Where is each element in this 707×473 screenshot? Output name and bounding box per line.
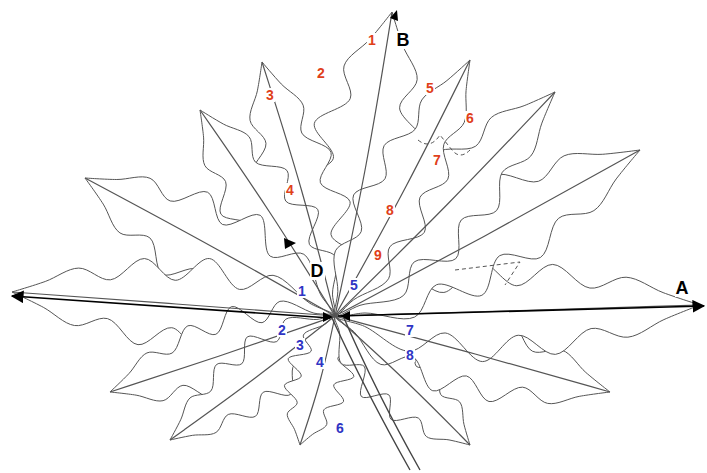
callout-number: 8: [385, 203, 395, 217]
leaf-vein: [262, 62, 335, 316]
leaf-vein: [170, 316, 335, 440]
leaf-vein: [300, 316, 335, 445]
callout-number: 2: [277, 323, 287, 337]
leaf-vein: [335, 12, 392, 316]
arrow-head: [284, 238, 296, 249]
callout-number: 1: [297, 284, 307, 298]
leaf-vein: [12, 292, 335, 316]
dashed-outline: [455, 262, 520, 285]
leaf-lobes: [12, 12, 700, 445]
dimension-letter: D: [310, 262, 325, 280]
arrow-head: [390, 10, 398, 21]
callout-number: 3: [265, 88, 275, 102]
width-arrow: [338, 306, 704, 316]
leaf-vein: [335, 316, 610, 392]
callout-number: 6: [465, 111, 475, 125]
leaf-vein: [335, 60, 470, 316]
callout-number: 9: [373, 248, 383, 262]
callout-number: 4: [285, 183, 295, 197]
arrow-head: [340, 311, 350, 321]
arrow-head: [323, 312, 333, 322]
leaf-lobe: [334, 60, 470, 316]
dashed-outline: [418, 135, 470, 155]
callout-number: 4: [315, 355, 325, 369]
petiole: [344, 318, 420, 470]
leaf-vein: [85, 178, 335, 316]
callout-number: 6: [335, 421, 345, 435]
petiole: [332, 318, 410, 470]
callout-number: 5: [349, 278, 359, 292]
callout-number: 1: [367, 33, 377, 47]
callout-number: 8: [405, 348, 415, 362]
callout-number: 7: [432, 153, 442, 167]
leaf-vein: [335, 92, 555, 316]
callout-number: 3: [295, 338, 305, 352]
callout-number: 5: [425, 81, 435, 95]
dimension-letter: A: [675, 279, 690, 297]
leaf-vein: [200, 110, 335, 316]
callout-number: 7: [405, 323, 415, 337]
callout-number: 2: [316, 66, 326, 80]
leaf-vein: [335, 316, 470, 445]
width-arrow: [12, 296, 330, 318]
dimension-letter: B: [396, 31, 411, 49]
leaf-vein: [110, 316, 335, 392]
